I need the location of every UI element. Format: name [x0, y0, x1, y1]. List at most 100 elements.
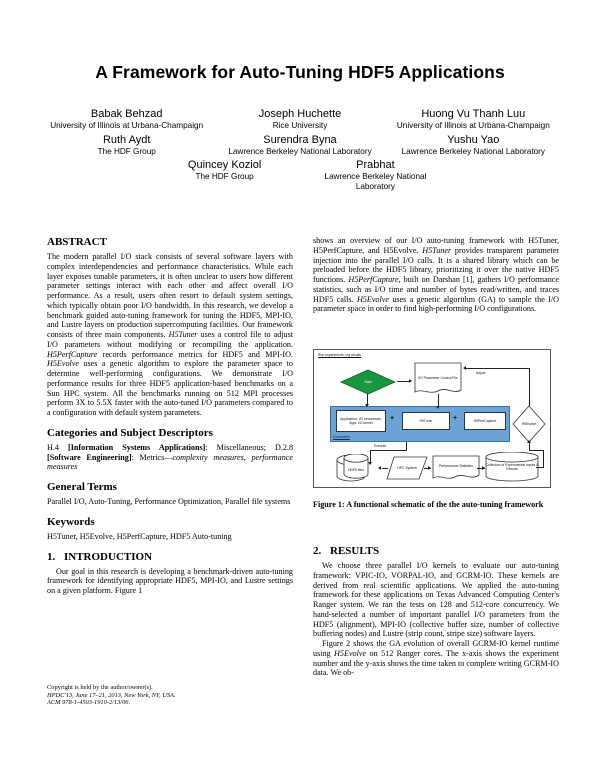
author-cell: Ruth Aydt The HDF Group [40, 134, 213, 157]
continuation-text: shows an overview of our I/O auto-tuning… [313, 236, 559, 314]
figure-1-diagram: Run experiments, log results Start I/O P… [313, 349, 551, 488]
categories-section: Categories and Subject Descriptors H.4 [… [47, 427, 293, 472]
abstract-part-4: uses a genetic algorithm to explore the … [47, 359, 293, 417]
author-cell: Huong Vu Thanh Luu University of Illinoi… [387, 108, 560, 131]
edge-adjust-arrow [463, 365, 466, 370]
results-para2-term: H5Evolve [334, 648, 367, 658]
results-paragraph-2: Figure 2 shows the GA evolution of overa… [313, 639, 559, 678]
introduction-section: 1.INTRODUCTION Our goal in this research… [47, 551, 293, 596]
collection-node-label: Collection of Experimental Inputs & Resu… [485, 462, 539, 471]
intro-continuation: shows an overview of our I/O auto-tuning… [313, 236, 559, 314]
abstract-text: The modern parallel I/O stack consists o… [47, 252, 293, 418]
start-node-label: Start [364, 379, 372, 384]
results-para2-b: on 512 Ranger cores. The x-axis shows th… [313, 648, 559, 678]
edge-collection-to-h5evolve-v [543, 450, 544, 468]
edge-start-to-application [367, 394, 368, 406]
control-file-node-label: I/O Parameter Control File [418, 375, 458, 380]
hdf5-files-node-shape [336, 454, 369, 482]
categories-tail-1: : Miscellaneous; [205, 442, 275, 452]
abstract-part-3: records performance metrics for HDF5 and… [97, 349, 293, 359]
author-name: Huong Vu Thanh Luu [421, 108, 526, 120]
edge-collection-to-h5evolve-v2 [529, 443, 530, 451]
adjust-label: Adjust [476, 371, 486, 375]
categories-tail-2: : Metrics— [131, 452, 173, 462]
edge-execute-h [370, 450, 407, 451]
author-name: Joseph Huchette [258, 108, 342, 120]
author-affiliation: Rice University [272, 121, 328, 130]
figure-1-caption: Figure 1: A functional schematic of the … [313, 500, 559, 510]
author-cell: Babak Behzad University of Illinois at U… [40, 108, 213, 131]
copyright-line-3: ACM 978-1-4503-1910-2/13/06. [47, 699, 131, 707]
abstract-part-2: uses a control file to adjust I/O parame… [47, 330, 294, 349]
general-terms-heading: General Terms [47, 481, 117, 493]
right-column: shows an overview of our I/O auto-tuning… [313, 236, 559, 323]
edge-hpc-to-hdf5-arrow [378, 465, 381, 470]
edge-h5evolve-to-adjust-v [529, 368, 530, 406]
edge-controlfile-to-h5tuner [438, 394, 439, 408]
categories-text: H.4 [Information Systems Applications]: … [47, 443, 293, 472]
copyright-line-1: Copyright is held by the author/owner(s)… [47, 684, 153, 691]
plus-sign-2: + [453, 415, 458, 422]
author-row: Ruth Aydt The HDF Group Surendra Byna La… [40, 134, 560, 157]
author-affiliation: The HDF Group [195, 172, 254, 182]
h5evolve-node-label: H5Evolve [521, 421, 537, 426]
general-terms-text: Parallel I/O, Auto-Tuning, Performance O… [47, 497, 291, 506]
figure-outer-label: Run experiments, log results [318, 353, 361, 357]
results-section: 2.RESULTS We choose three parallel I/O k… [313, 545, 559, 678]
h5tuner-node: H5Tuner [402, 412, 450, 430]
author-row: Babak Behzad University of Illinois at U… [40, 108, 560, 131]
author-name: Ruth Aydt [102, 133, 151, 146]
control-file-node-shape [414, 362, 462, 393]
cont-part-3: , built on Darshan [1], gathers I/O perf… [313, 275, 559, 304]
cont-term-h5tuner: H5Tuner [422, 245, 452, 255]
author-name: Babak Behzad [90, 108, 163, 120]
edge-band-to-execute-v [406, 442, 407, 451]
performance-statistics-node-shape [432, 455, 480, 479]
keywords-section: Keywords H5Tuner, H5Evolve, H5PerfCaptur… [47, 516, 293, 542]
introduction-text: Our goal in this research is developing … [47, 566, 293, 596]
cont-term-h5evolve: H5Evolve [356, 294, 389, 304]
cont-part-1: shows an overview of our I/O auto-tuning… [313, 236, 559, 255]
edge-start-to-controlfile-arrow [409, 378, 412, 383]
author-row: Quincey Koziol The HDF Group Prabhat Law… [40, 159, 560, 191]
author-affiliation: The HDF Group [97, 146, 156, 156]
author-affiliation: Lawrence Berkeley National Laboratory [401, 146, 545, 156]
author-name: Prabhat [356, 159, 395, 172]
left-column: ABSTRACT The modern parallel I/O stack c… [47, 236, 293, 605]
results-heading-label: RESULTS [330, 545, 380, 557]
execute-label: Execute [374, 444, 387, 448]
abstract-term-h5tuner: H5Tuner [168, 330, 198, 339]
author-affiliation: Lawrence Berkeley National Laboratory [324, 172, 427, 191]
cont-part-2: provides transparent parameter injection… [313, 245, 559, 284]
results-para2-a: Figure 2 shows the GA evolution of overa… [313, 639, 559, 658]
edge-start-to-application-arrow [364, 404, 369, 407]
edge-h5evolve-to-adjust-h [466, 368, 530, 369]
categories-code-2: D.2.8 [274, 442, 294, 452]
author-name: Yushu Yao [447, 133, 500, 146]
keywords-heading: Keywords [47, 515, 95, 528]
abstract-part-1: The modern parallel I/O stack consists o… [47, 252, 293, 339]
copyright-line-2: HPDC'13, June 17–21, 2013, New York, NY,… [47, 691, 176, 699]
plus-sign-1: + [390, 415, 395, 422]
figure-1-caption-label: Figure 1: [313, 500, 345, 509]
introduction-heading: 1.INTRODUCTION [47, 551, 293, 564]
author-block: Babak Behzad University of Illinois at U… [40, 108, 560, 191]
author-cell: Yushu Yao Lawrence Berkeley National Lab… [387, 134, 560, 157]
cont-part-4: uses a genetic algorithm (GA) to sample … [313, 294, 559, 314]
edge-hpc-to-perfstats-arrow [428, 465, 431, 470]
abstract-term-h5perfcapture: H5PerfCapture [47, 349, 98, 359]
performance-statistics-node-label: Performance Statistics [439, 463, 473, 468]
cont-term-h5perfcapture: H5PerfCapture [348, 275, 399, 284]
copyright-block: Copyright is held by the author/owner(s)… [47, 684, 293, 707]
edge-collection-to-h5evolve-arrow [526, 440, 531, 443]
page-title: A Framework for Auto-Tuning HDF5 Applica… [95, 62, 505, 82]
author-affiliation: Lawrence Berkeley National Laboratory [228, 146, 372, 156]
categories-code-1: H.4 [47, 442, 59, 452]
introduction-heading-label: INTRODUCTION [64, 550, 153, 563]
author-name: Surendra Byna [263, 133, 337, 146]
author-cell: Quincey Koziol The HDF Group [149, 159, 300, 191]
edge-collection-to-h5evolve-h2 [529, 450, 544, 451]
results-paragraph-1: We choose three parallel I/O kernels to … [313, 561, 559, 639]
results-heading: 2.RESULTS [313, 545, 559, 558]
hpc-system-node-shape [386, 456, 428, 480]
